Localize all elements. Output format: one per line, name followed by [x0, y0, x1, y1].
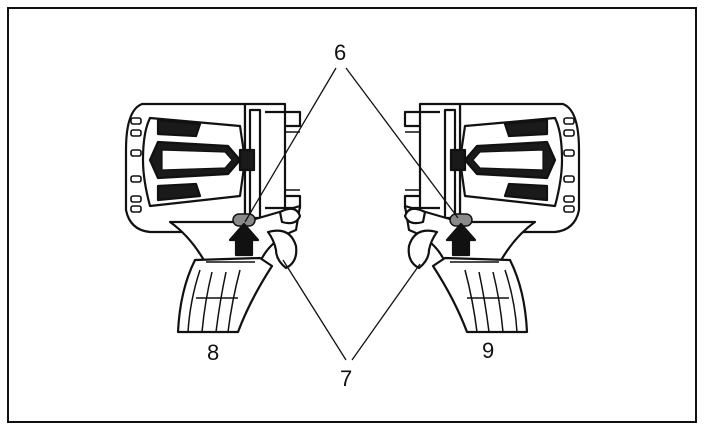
- leader-line-7-left: [282, 259, 347, 361]
- callout-label-9: 9: [482, 338, 495, 363]
- callout-label-6: 6: [334, 40, 347, 65]
- figure-frame: [7, 7, 697, 423]
- left-drill-illustration: [124, 102, 302, 334]
- callout-label-7: 7: [340, 366, 353, 391]
- right-drill-illustration: [403, 102, 581, 334]
- callout-label-8: 8: [207, 340, 220, 365]
- leader-line-6-right: [345, 67, 459, 219]
- leader-line-7-right: [351, 263, 421, 361]
- leader-lines: [244, 67, 459, 361]
- leader-line-6-left: [244, 67, 337, 223]
